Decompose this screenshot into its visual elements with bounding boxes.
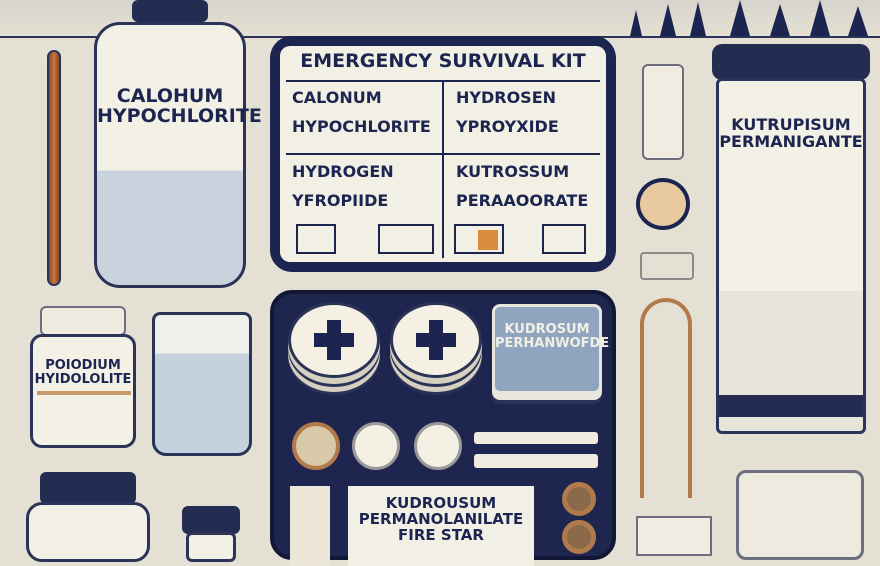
permanganate-card: KUDROSUM PERHANWOFDE [492, 304, 610, 394]
canister-label: KUTRUPISUM PERMANIGANTE [719, 115, 863, 151]
label-line: CALOHUM [116, 85, 224, 107]
vial-cap [182, 506, 240, 534]
canister-band [719, 395, 863, 417]
cell-line: HYDROGEN [292, 162, 394, 181]
label-line: PERMANIGANTE [719, 131, 863, 151]
fire-starter-card: KUDROUSUM PERMANOLANILATE FIRE STAR [348, 486, 534, 566]
card-line: KUDROUSUM [385, 494, 497, 512]
divider [286, 153, 600, 155]
clip [640, 252, 694, 280]
canister-lid [712, 44, 870, 80]
jar-lid [40, 306, 126, 336]
kit-box: KUDROSUM PERHANWOFDE KUDROUSUM PERMANOLA… [270, 290, 616, 566]
cell-line: PERAAOORATE [456, 191, 589, 210]
white-button [352, 422, 400, 470]
kit-title: EMERGENCY SURVIVAL KIT [300, 50, 586, 72]
jar-cap [40, 472, 136, 504]
cell-line: YFROPIIDE [292, 191, 389, 210]
padlock [736, 470, 864, 560]
vial [186, 532, 236, 562]
kit-cell: KUTROSSUM PERAAOORATE [456, 162, 588, 210]
lid-icon-box [454, 224, 504, 254]
cell-line: KUTROSSUM [456, 162, 570, 181]
copper-ring [562, 520, 596, 554]
lid-icon-box [542, 224, 586, 254]
kit-lid: EMERGENCY SURVIVAL KIT CALONUM HYPOCHLORI… [270, 36, 616, 272]
pine-trees [630, 0, 868, 36]
label-line: POIODIUM [45, 358, 121, 373]
label-line: HYPOCHLORITE [97, 104, 262, 127]
label-line: HYIDOLOLITE [34, 371, 132, 387]
kit-cell: CALONUM HYPOCHLORITE [292, 88, 431, 136]
gauze-pads [290, 486, 330, 566]
thermometer [47, 50, 61, 286]
first-aid-tin [288, 302, 380, 378]
match-stick [474, 432, 598, 444]
card-line: PERHANWOFDE [495, 335, 610, 351]
kit-cell: HYDROGEN YFROPIIDE [292, 162, 394, 210]
cell-line: YPROYXIDE [456, 117, 559, 136]
cell-line: HYPOCHLORITE [292, 117, 431, 136]
first-aid-tin [390, 302, 482, 378]
bottle-cap [132, 0, 208, 22]
round-lid [636, 178, 690, 230]
copper-button [292, 422, 340, 470]
small-vial [642, 64, 684, 160]
tweezers [640, 298, 692, 498]
hypochlorite-jar: POIODIUM HYIDOLOLITE [30, 334, 136, 448]
card-line: FIRE STAR [398, 525, 484, 544]
bottle-label: CALOHUM HYPOCHLORITE [97, 85, 262, 127]
lid-icon-box [296, 224, 336, 254]
card-line: KUDROSUM [504, 322, 590, 337]
kit-cell: HYDROSEN YPROYXIDE [456, 88, 559, 136]
divider [442, 80, 444, 258]
white-button [414, 422, 462, 470]
jar [26, 502, 150, 562]
label-line: KUTRUPISUM [731, 115, 851, 134]
jar-label: POIODIUM HYIDOLOLITE [33, 359, 133, 386]
water-glass [152, 312, 252, 456]
small-box [636, 516, 712, 556]
match-stick [474, 454, 598, 468]
cell-line: CALONUM [292, 88, 382, 107]
medical-cross-icon [314, 320, 354, 360]
lid-icon-box [378, 224, 434, 254]
copper-ring [562, 482, 596, 516]
medical-cross-icon [416, 320, 456, 360]
permanganate-canister: KUTRUPISUM PERMANIGANTE [716, 78, 866, 434]
cell-line: HYDROSEN [456, 88, 557, 107]
label-stripe [37, 391, 131, 395]
calcium-hypochlorite-bottle: CALOHUM HYPOCHLORITE [94, 22, 262, 288]
card-line: PERMANOLANILATE [358, 509, 524, 528]
